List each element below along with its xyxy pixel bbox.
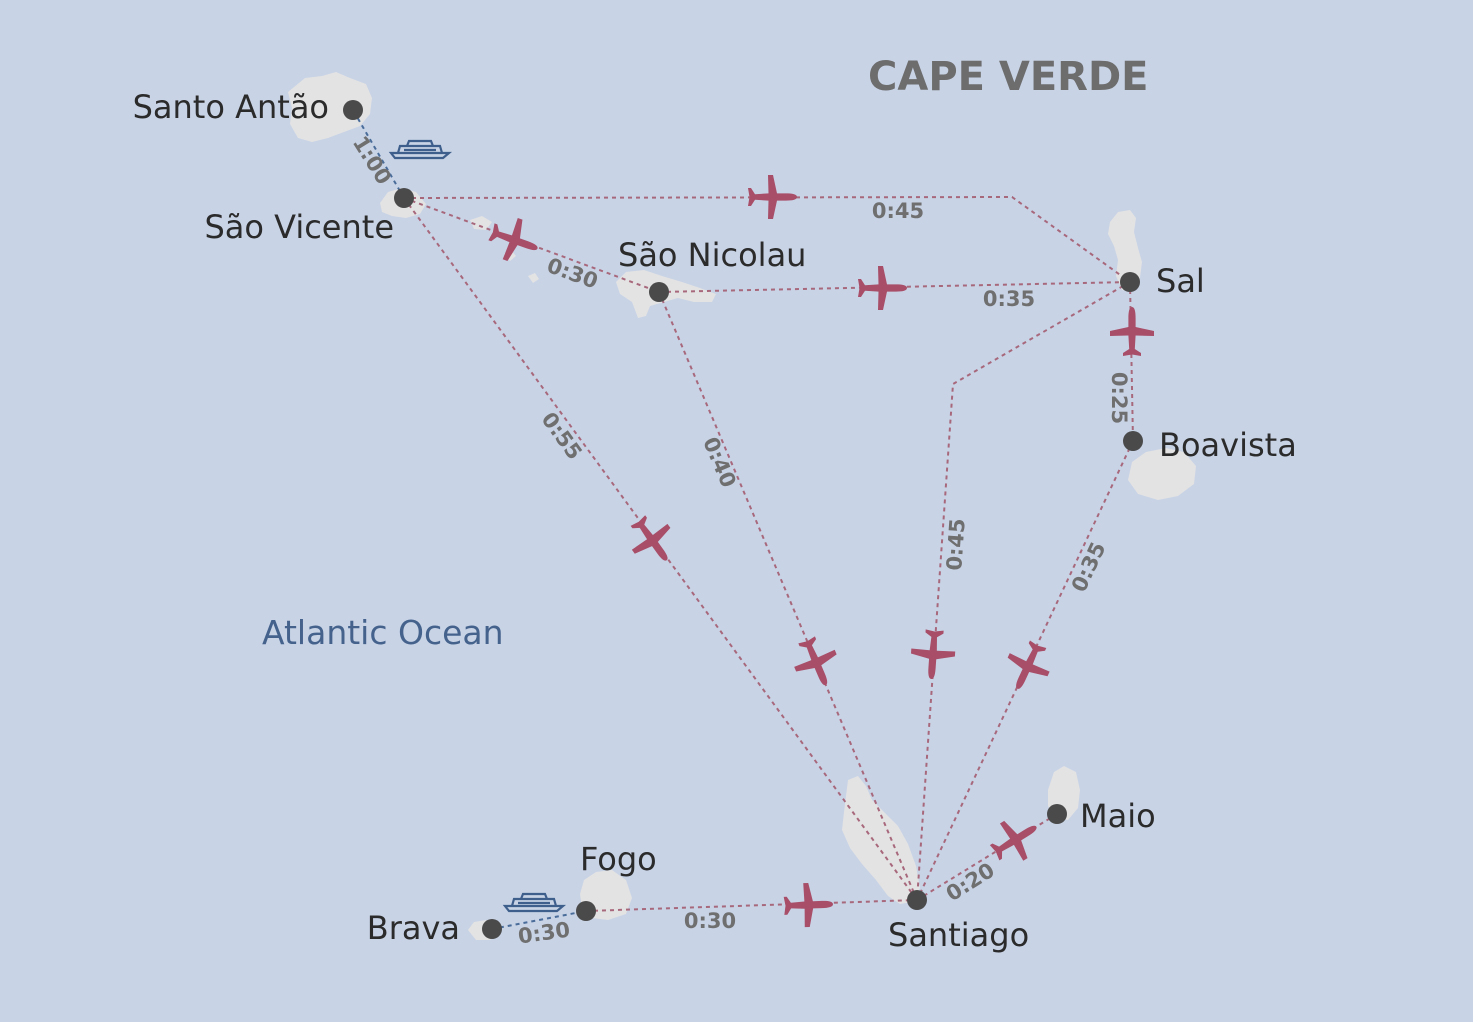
- city-label-sao-nicolau: São Nicolau: [618, 236, 806, 274]
- ferry-icon: [388, 139, 453, 160]
- air-route-sao-nicolau-santiago: [658, 291, 918, 901]
- map-title: CAPE VERDE: [868, 54, 1149, 100]
- city-marker-sal[interactable]: [1120, 272, 1140, 292]
- city-label-santiago: Santiago: [888, 916, 1029, 954]
- city-marker-sao-nicolau[interactable]: [649, 282, 669, 302]
- time-label: 0:35: [983, 287, 1035, 311]
- time-label: 0:45: [872, 199, 924, 223]
- plane-icon: [620, 507, 685, 574]
- routes: [352, 109, 1134, 930]
- air-route-sao-vicente-sao-nicolau: [403, 197, 660, 293]
- city-label-maio: Maio: [1080, 797, 1156, 835]
- time-label: 0:45: [942, 518, 970, 572]
- island-santo-antao: [288, 72, 372, 142]
- air-route-sao-vicente-sal: [403, 195, 1131, 283]
- city-label-fogo: Fogo: [580, 840, 657, 878]
- city-label-brava: Brava: [367, 909, 460, 947]
- time-label: 0:55: [537, 408, 587, 464]
- time-label: 0:20: [942, 858, 999, 906]
- ferry-icon: [502, 892, 567, 913]
- island-santiago: [842, 776, 920, 904]
- island-ilheu-b: [528, 273, 539, 283]
- plane-icon: [748, 175, 797, 219]
- time-label: 0:40: [698, 434, 741, 491]
- city-marker-boavista[interactable]: [1123, 431, 1143, 451]
- city-marker-maio[interactable]: [1047, 804, 1067, 824]
- city-marker-fogo[interactable]: [576, 901, 596, 921]
- city-label-sal: Sal: [1156, 262, 1205, 300]
- air-route-fogo-santiago: [585, 899, 918, 912]
- time-label: 0:25: [1107, 372, 1131, 424]
- plane-icon: [786, 631, 847, 694]
- island-santa-luzia: [470, 216, 492, 230]
- city-label-santo-antao: Santo Antão: [133, 88, 329, 126]
- time-label: 0:30: [684, 909, 736, 933]
- city-markers: [343, 100, 1143, 939]
- plane-icon: [1110, 307, 1154, 356]
- time-label: 1:00: [348, 132, 396, 189]
- plane-icon: [909, 628, 957, 681]
- city-label-sao-vicente: São Vicente: [204, 208, 394, 246]
- ferry-route-sao-vicente-santo-antao: [352, 109, 405, 199]
- plane-icon: [858, 266, 907, 310]
- island-sal: [1108, 210, 1142, 292]
- city-marker-sao-vicente[interactable]: [394, 188, 414, 208]
- island-boavista: [1128, 448, 1196, 500]
- city-marker-santo-antao[interactable]: [343, 100, 363, 120]
- ocean-label: Atlantic Ocean: [262, 613, 504, 652]
- city-marker-brava[interactable]: [482, 919, 502, 939]
- city-label-boavista: Boavista: [1159, 426, 1297, 464]
- plane-icon: [483, 211, 546, 270]
- plane-icon: [997, 634, 1059, 698]
- city-labels: Santo Antão São Vicente São Nicolau Sal …: [133, 88, 1297, 954]
- plane-icon: [783, 882, 834, 928]
- plane-icon: [982, 808, 1048, 872]
- city-marker-santiago[interactable]: [907, 890, 927, 910]
